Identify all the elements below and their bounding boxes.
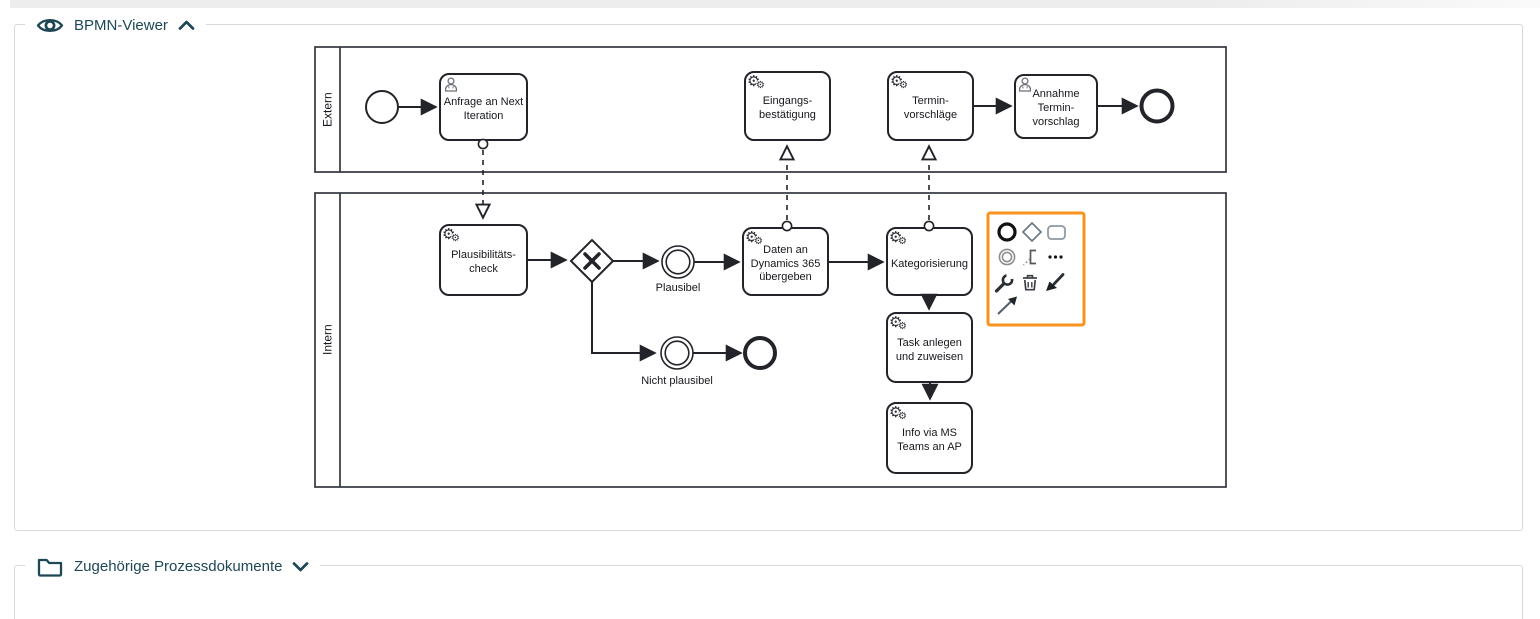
task-label: Plausibilitäts-check bbox=[451, 249, 516, 275]
palette-trash-icon[interactable] bbox=[1023, 274, 1037, 291]
task-info-ms-teams[interactable] bbox=[886, 402, 973, 474]
palette-gateway-icon[interactable] bbox=[1021, 221, 1043, 243]
task-eingangsbestaetigung[interactable] bbox=[744, 71, 831, 141]
folder-icon bbox=[37, 558, 63, 577]
eye-icon bbox=[36, 18, 64, 32]
end-event-intern[interactable] bbox=[743, 336, 777, 370]
end-event-extern[interactable] bbox=[1139, 88, 1175, 124]
message-flow-source-dot bbox=[477, 138, 489, 150]
palette-wrench-icon[interactable] bbox=[994, 274, 1014, 293]
panel-title: BPMN-Viewer bbox=[74, 16, 168, 34]
task-label: Kategorisierung bbox=[890, 257, 969, 270]
palette-connect-arrow-icon[interactable] bbox=[997, 296, 1017, 315]
event-label-plausibel: Plausibel bbox=[655, 282, 701, 294]
event-label-nicht-plausibel: Nicht plausibel bbox=[641, 375, 713, 387]
palette-intermediate-event-icon[interactable] bbox=[998, 248, 1016, 266]
chevron-down-icon[interactable] bbox=[292, 561, 309, 572]
flow-gateway-to-nicht-plausibel[interactable] bbox=[591, 282, 657, 362]
lane-label-intern: Intern bbox=[320, 324, 335, 356]
palette-task-icon[interactable] bbox=[1047, 225, 1066, 240]
palette-brush-icon[interactable] bbox=[1046, 273, 1065, 292]
intermediate-event-plausibel-inner bbox=[665, 249, 691, 275]
panel-title: Zugehörige Prozessdokumente bbox=[74, 557, 283, 575]
palette-more-options-icon[interactable] bbox=[1048, 255, 1063, 259]
task-label: Daten an Dynamics 365 übergeben bbox=[750, 243, 821, 284]
task-label: Termin-vorschläge bbox=[903, 95, 958, 121]
context-pad-highlight bbox=[986, 211, 1086, 327]
chevron-up-icon[interactable] bbox=[178, 20, 195, 31]
message-flow-source-dot bbox=[923, 220, 935, 232]
process-documents-header[interactable]: Zugehörige Prozessdokumente bbox=[25, 551, 321, 581]
task-label: Task anlegen und zuweisen bbox=[895, 336, 964, 363]
top-strip bbox=[10, 0, 1540, 8]
lane-label-extern: Extern bbox=[320, 92, 335, 127]
task-label: Eingangs-bestätigung bbox=[759, 95, 816, 121]
pool-intern[interactable] bbox=[314, 192, 1227, 488]
pool-extern[interactable] bbox=[314, 46, 1227, 173]
exclusive-gateway[interactable] bbox=[569, 238, 615, 284]
process-documents-panel: Zugehörige Prozessdokumente bbox=[14, 551, 1523, 619]
task-label: Info via MS Teams an AP bbox=[897, 427, 962, 453]
bpmn-diagram bbox=[314, 46, 1227, 488]
start-event-extern[interactable] bbox=[365, 90, 399, 124]
intermediate-event-nicht-plausibel-inner bbox=[664, 340, 690, 366]
bpmn-viewer-header[interactable]: BPMN-Viewer bbox=[25, 10, 206, 40]
task-label: Anfrage an Next Iteration bbox=[443, 96, 524, 122]
palette-text-annotation-icon[interactable] bbox=[1022, 249, 1037, 266]
palette-end-event-icon[interactable] bbox=[997, 222, 1017, 242]
task-label: Annahme Termin-vorschlag bbox=[1032, 88, 1080, 128]
message-flow-source-dot bbox=[781, 220, 793, 232]
